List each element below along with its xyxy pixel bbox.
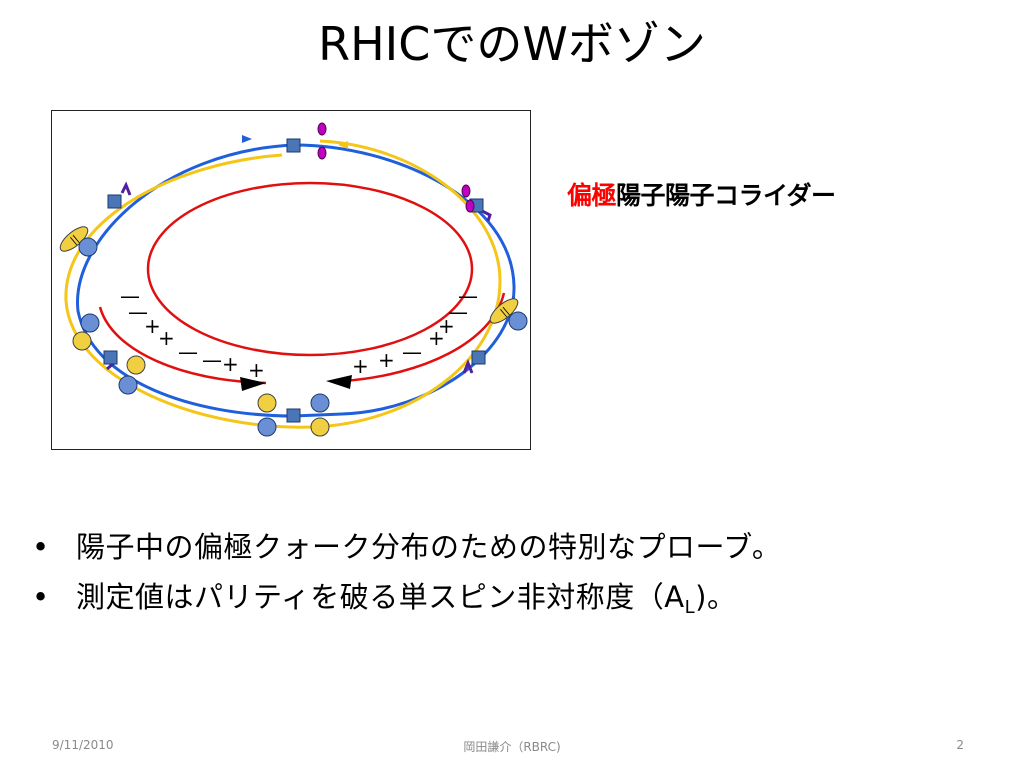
bullet-subscript: L [684,597,696,618]
collision-arrow-right [326,375,352,389]
polarizer-right: || [489,298,519,324]
collision-arrow-left [240,377,266,391]
bullet-list: • 陽子中の偏極クォーク分布のための特別なプローブ。 • 測定値はパリティを破る… [30,522,781,622]
red-arc-left [98,306,267,385]
footer-page-number: 2 [956,738,964,752]
rhic-ring-diagram: || || — — + + — [51,110,531,450]
charge-minus: — [178,340,198,364]
caption-highlight: 偏極 [567,181,617,210]
charge-minus: — [120,284,140,308]
magnet-right [471,350,486,365]
magnet-left [103,350,118,365]
charge-plus: + [428,326,445,350]
charge-plus: + [248,358,265,382]
bullet-text-2: 測定値はパリティを破る単スピン非対称度（A [76,580,685,614]
rhic-ring-svg: || || — — + + — [59,122,528,437]
footer-author: 岡田謙介（RBRC) [463,740,561,754]
kick-top-left [120,181,132,196]
charge-marks-right: — — + + — + + [352,284,478,378]
bullet-item-2: • 測定値はパリティを破る単スピン非対称度（AL)。 [30,572,781,622]
charge-plus: + [352,354,369,378]
charge-marks-left: — — + + — — + + [120,284,265,382]
bullet-dot-icon: • [32,580,50,614]
footer-date: 9/11/2010 [52,738,114,752]
slide-title: RHICでのWボゾン [318,17,706,71]
marker-right-1 [461,184,471,198]
spin-group-left [72,237,528,395]
charge-minus: — [448,300,468,324]
polarizer-left: || [59,226,89,252]
bullet-item-1: • 陽子中の偏極クォーク分布のための特別なプローブ。 [30,522,781,572]
kick-bottom-right [462,358,474,374]
charge-plus: + [222,352,239,376]
magnet-top [286,138,301,153]
spin-group-bottom [257,393,330,437]
charge-minus: — [458,284,478,308]
marker-right-2 [465,199,475,213]
charge-plus: + [438,314,455,338]
bullet-suffix-2: )。 [695,580,737,614]
marker-top-1 [317,122,327,136]
magnet-top-left [107,194,122,209]
marker-top-2 [317,146,327,160]
charge-minus: — [202,348,222,372]
magnet-bottom [286,408,301,423]
charge-plus: + [144,314,161,338]
figure-caption: 偏極陽子陽子コライダー [567,176,836,212]
yellow-ring [64,139,502,429]
charge-plus: + [158,326,175,350]
top-arrow-right [338,141,348,149]
bullet-dot-icon: • [32,530,50,564]
charge-minus: — [128,300,148,324]
red-ring-inner [146,181,474,357]
caption-rest: 陽子陽子コライダー [616,181,836,210]
kick-right [481,209,492,222]
charge-plus: + [378,348,395,372]
charge-minus: — [402,340,422,364]
top-arrow-left [242,135,252,143]
bullet-text-1: 陽子中の偏極クォーク分布のための特別なプローブ。 [76,530,782,564]
